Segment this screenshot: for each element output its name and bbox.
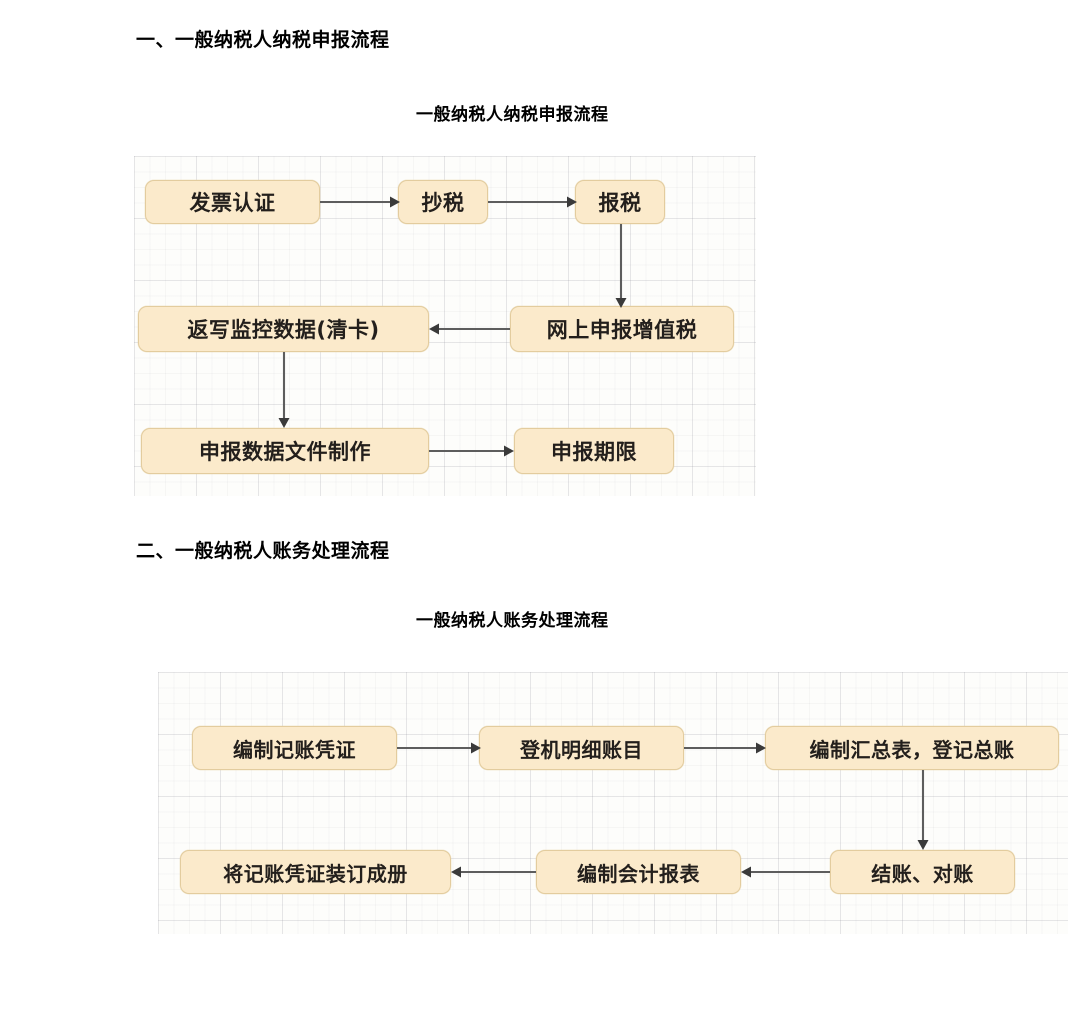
edge-copy-to-filing: [488, 196, 577, 208]
flow-node-writeback-monitoring-data[interactable]: 返写监控数据(清卡): [138, 306, 429, 352]
flow-node-post-subsidiary-ledger[interactable]: 登机明细账目: [479, 726, 684, 770]
flowchart-2-connectors: [397, 742, 929, 878]
edge-writeback-to-datafile: [278, 352, 290, 428]
edge-online-vat-to-writeback: [429, 323, 510, 335]
edge-invoice-to-copy: [320, 196, 400, 208]
flow-node-declaration-deadline[interactable]: 申报期限: [514, 428, 674, 474]
edge-vouchers-to-ledger: [397, 742, 481, 754]
section-1-heading: 一、一般纳税人纳税申报流程: [136, 30, 390, 51]
edge-datafile-to-deadline: [429, 445, 514, 457]
edge-filing-to-online-vat: [615, 224, 627, 308]
flow-node-closing-and-reconciliation[interactable]: 结账、对账: [830, 850, 1015, 894]
section-1-chart-title: 一般纳税人纳税申报流程: [416, 105, 609, 124]
edge-closing-to-statements: [741, 866, 830, 878]
section-2-chart-title: 一般纳税人账务处理流程: [416, 611, 609, 630]
taxation-filing-flowchart: 发票认证 抄税 报税 网上申报增值税 返写监控数据(清卡) 申报数据文件制作 申…: [134, 156, 756, 496]
flow-node-tax-filing[interactable]: 报税: [575, 180, 665, 224]
edge-ledger-to-summary: [684, 742, 766, 754]
edge-summary-to-closing: [917, 770, 929, 850]
flow-node-prepare-financial-statements[interactable]: 编制会计报表: [536, 850, 741, 894]
flow-node-declaration-data-file[interactable]: 申报数据文件制作: [141, 428, 429, 474]
flow-node-online-vat-declaration[interactable]: 网上申报增值税: [510, 306, 734, 352]
section-2-heading: 二、一般纳税人账务处理流程: [136, 541, 390, 562]
edge-statements-to-binding: [451, 866, 536, 878]
flow-node-prepare-vouchers[interactable]: 编制记账凭证: [192, 726, 397, 770]
flow-node-summary-and-general-ledger[interactable]: 编制汇总表，登记总账: [765, 726, 1059, 770]
accounting-process-flowchart: 编制记账凭证 登机明细账目 编制汇总表，登记总账 结账、对账 编制会计报表 将记…: [158, 672, 1068, 934]
flow-node-invoice-certification[interactable]: 发票认证: [145, 180, 320, 224]
flow-node-bind-vouchers[interactable]: 将记账凭证装订成册: [180, 850, 451, 894]
flow-node-tax-copying[interactable]: 抄税: [398, 180, 488, 224]
